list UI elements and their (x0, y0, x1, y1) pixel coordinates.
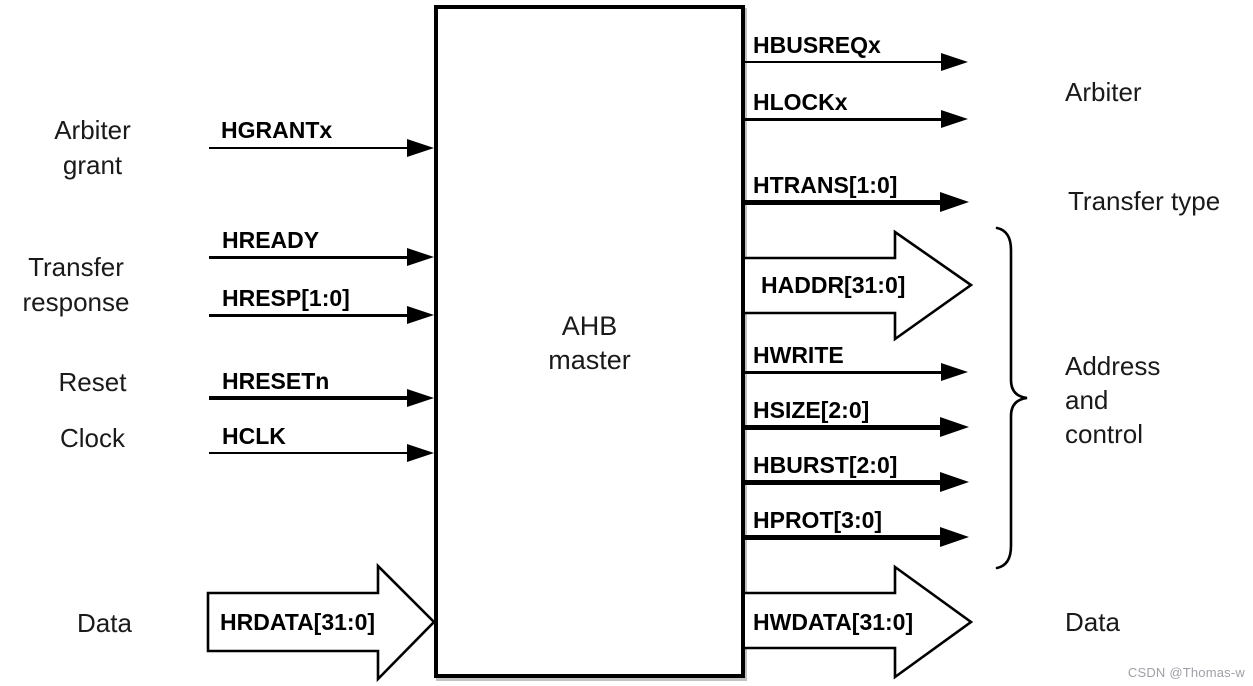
signal-label-hprot: HPROT[3:0] (753, 507, 883, 533)
label-address-line3: control (1065, 419, 1144, 449)
signal-label-hbusreqx: HBUSREQx (753, 32, 881, 58)
signal-label-hgrantx: HGRANTx (221, 117, 333, 143)
signal-line-hresetn (209, 396, 409, 400)
block-title: AHB master (438, 309, 741, 377)
hrdata-block-arrow-icon (206, 563, 436, 683)
signal-line-hwrite (745, 371, 942, 374)
arrowhead-htrans-icon (940, 192, 969, 212)
arrowhead-hresp-icon (407, 306, 434, 324)
arrowhead-hwrite-icon (941, 363, 968, 381)
signal-label-hwdata: HWDATA[31:0] (753, 609, 914, 635)
label-arbiter-grant-line2: grant (62, 150, 123, 180)
arrowhead-hburst-icon (940, 472, 969, 492)
signal-label-hburst: HBURST[2:0] (753, 452, 898, 478)
label-address-line2: and (1065, 385, 1109, 415)
label-address-line1: Address (1065, 351, 1161, 381)
watermark: CSDN @Thomas-w (1127, 665, 1245, 680)
signal-line-hbusreqx (745, 61, 942, 63)
signal-label-hresp: HRESP[1:0] (222, 285, 350, 311)
label-transfer-response: Transfer response (0, 250, 152, 320)
signal-line-hresp (209, 314, 409, 317)
signal-line-htrans (745, 200, 942, 205)
label-arbiter: Arbiter (1065, 77, 1142, 107)
signal-label-hready: HREADY (222, 227, 320, 253)
signal-label-hsize: HSIZE[2:0] (753, 397, 870, 423)
signal-line-hsize (745, 425, 942, 430)
label-transfer-response-line2: response (22, 287, 130, 317)
block-title-line1: AHB (561, 311, 618, 341)
ahb-master-block: AHB master (434, 5, 745, 678)
arrowhead-hprot-icon (940, 527, 969, 547)
label-arbiter-grant: Arbiter grant (30, 113, 155, 183)
label-reset: Reset (58, 367, 127, 397)
signal-label-hwrite: HWRITE (753, 342, 844, 368)
signal-line-hgrantx (209, 147, 409, 149)
signal-line-hlockx (745, 118, 942, 121)
label-data-left: Data (77, 608, 132, 638)
hwdata-block-arrow-icon (745, 564, 974, 680)
arrowhead-hresetn-icon (407, 389, 434, 407)
label-arbiter-grant-line1: Arbiter (54, 115, 131, 145)
arrowhead-hclk-icon (407, 444, 434, 462)
signal-label-hlockx: HLOCKx (753, 89, 848, 115)
signal-label-haddr: HADDR[31:0] (761, 272, 906, 298)
arrowhead-hbusreqx-icon (941, 53, 968, 71)
label-data-right: Data (1065, 607, 1120, 637)
signal-label-htrans: HTRANS[1:0] (753, 172, 898, 198)
label-clock: Clock (59, 423, 125, 453)
signal-line-hclk (209, 452, 409, 454)
arrowhead-hsize-icon (940, 417, 969, 437)
signal-label-hrdata: HRDATA[31:0] (220, 609, 376, 635)
signal-line-hprot (745, 535, 942, 540)
signal-line-hburst (745, 480, 942, 485)
label-transfer-response-line1: Transfer (28, 252, 124, 282)
label-address-and-control: Address and control (1065, 349, 1160, 451)
signal-line-hready (209, 256, 409, 259)
block-title-line2: master (548, 345, 631, 375)
arrowhead-hgrantx-icon (407, 139, 434, 157)
arrowhead-hlockx-icon (941, 110, 968, 128)
arrowhead-hready-icon (407, 248, 434, 266)
signal-label-hclk: HCLK (222, 423, 286, 449)
address-control-brace-icon (995, 226, 1028, 570)
haddr-block-arrow-icon (745, 229, 974, 342)
label-transfer-type: Transfer type (1068, 186, 1221, 216)
signal-label-hresetn: HRESETn (222, 368, 330, 394)
